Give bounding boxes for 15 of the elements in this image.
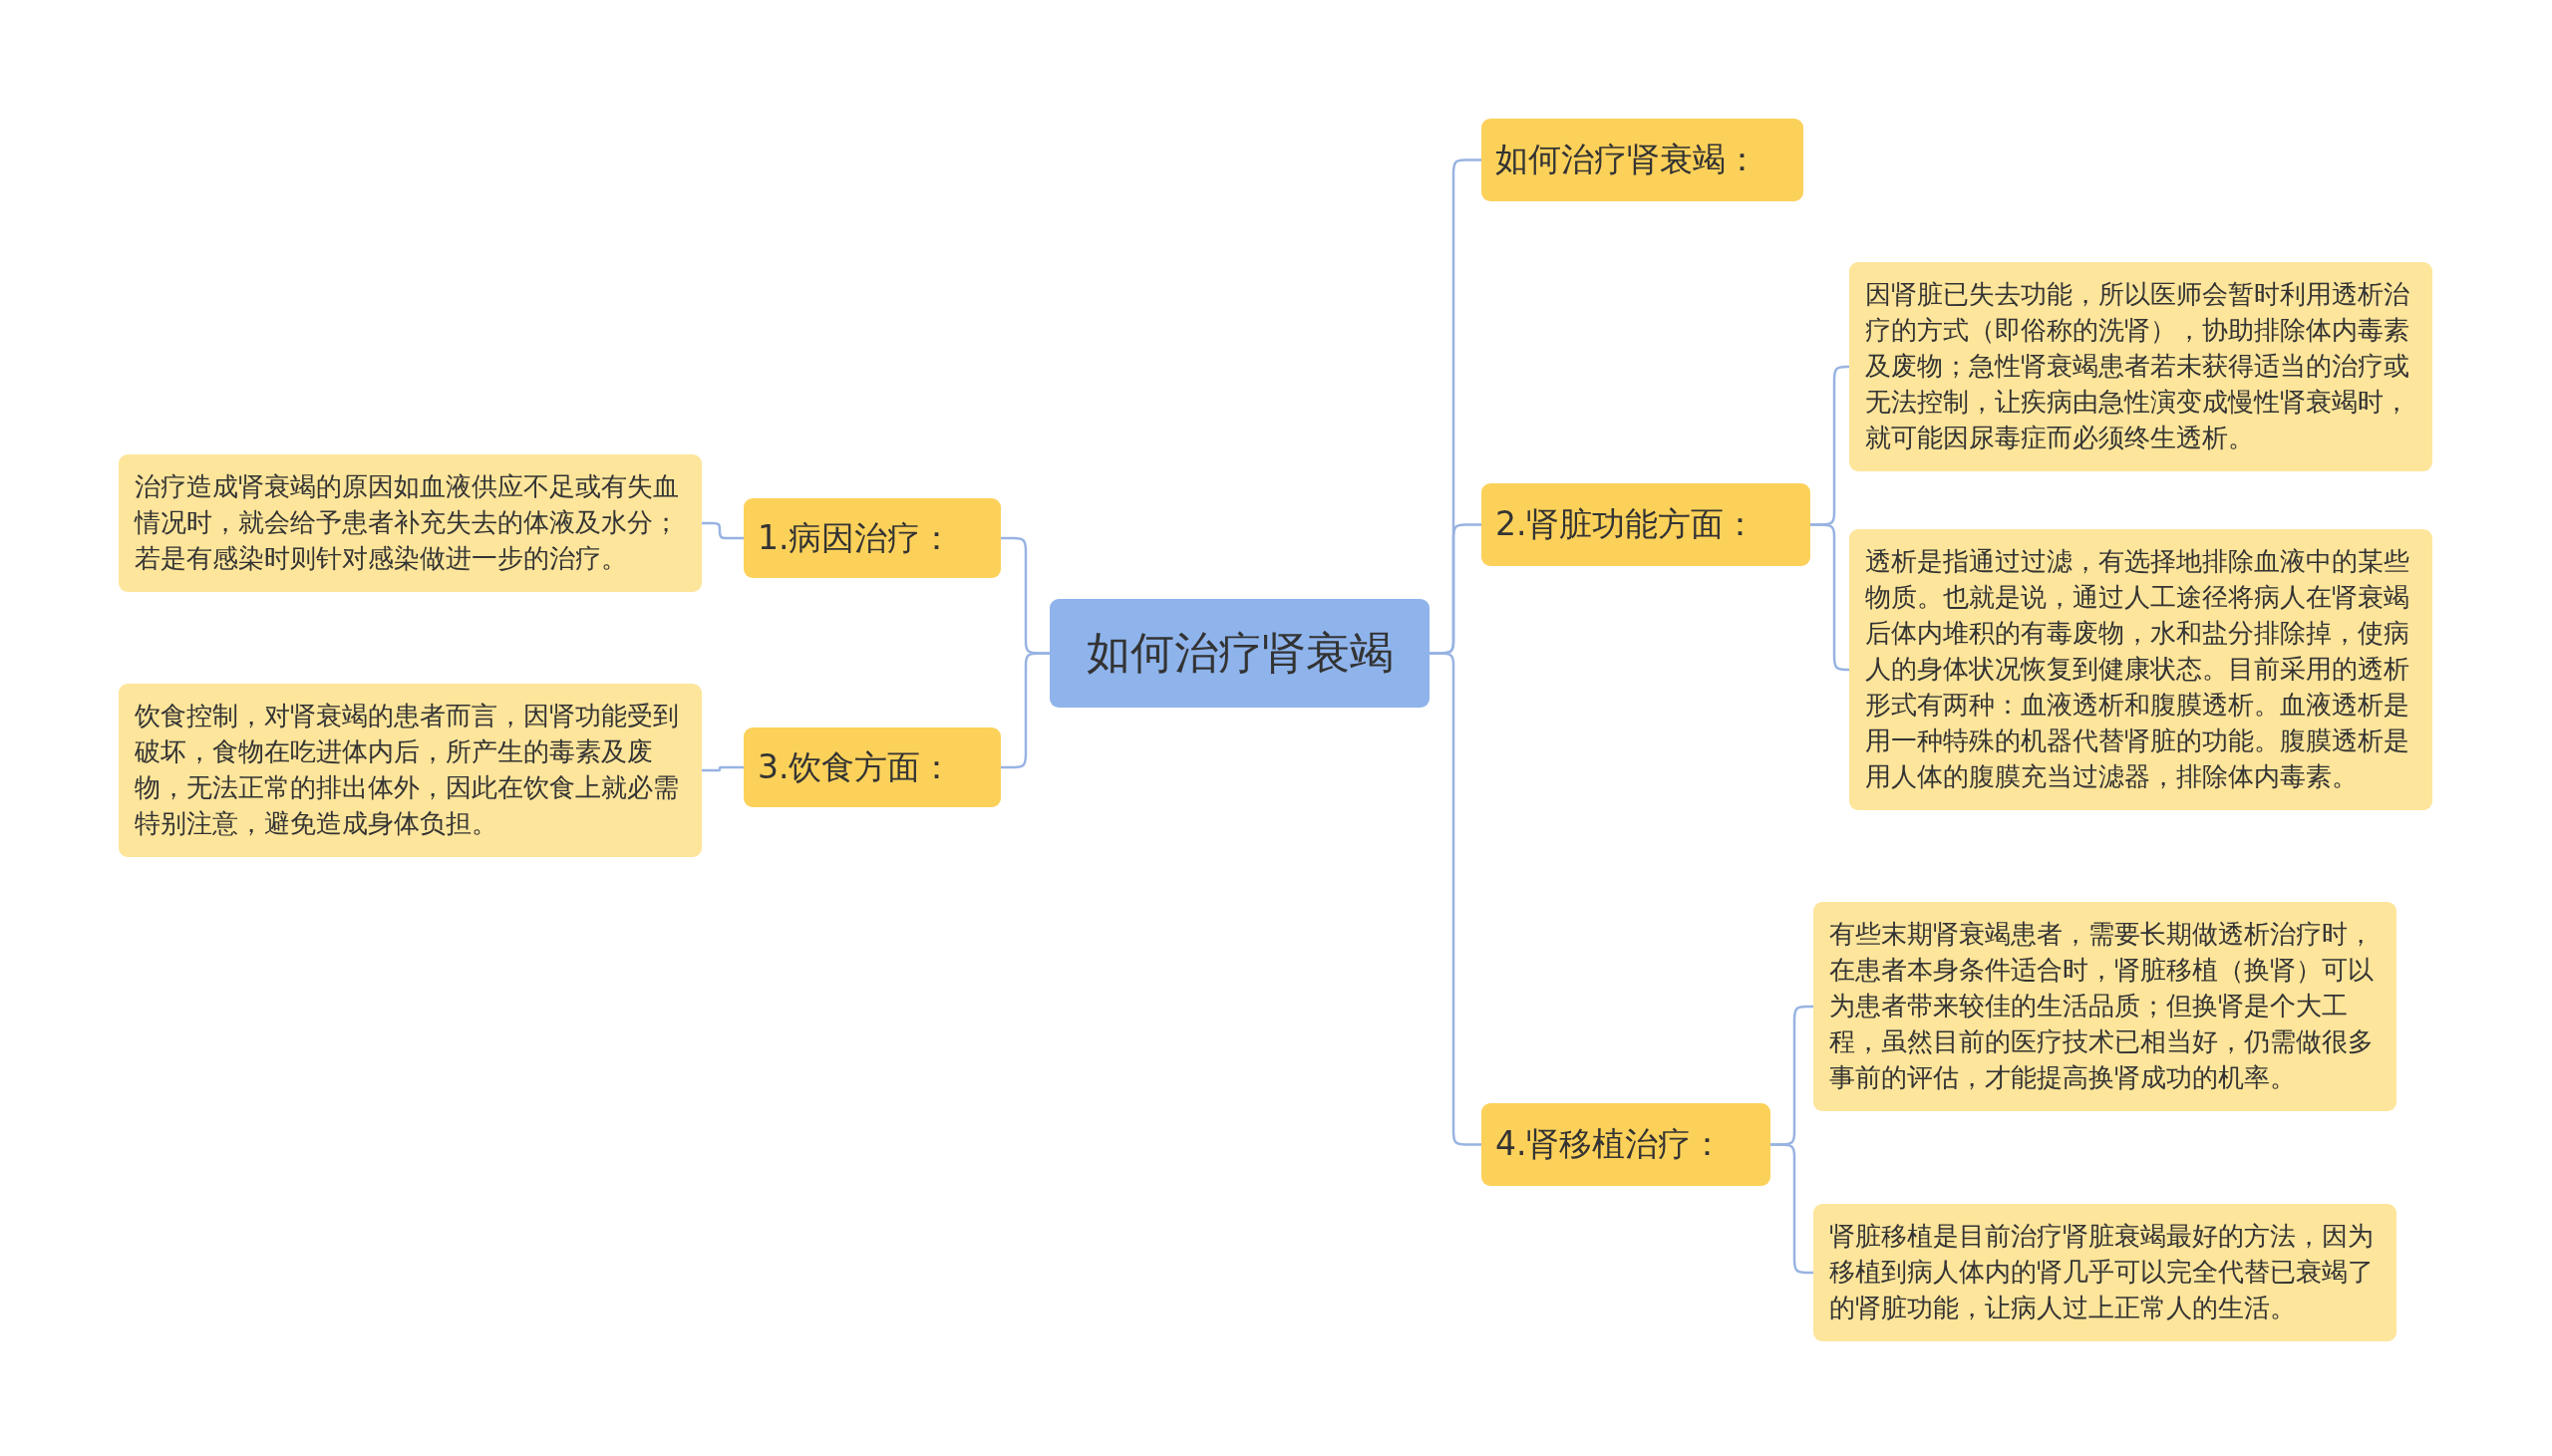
central-topic: 如何治疗肾衰竭 [1050,599,1430,708]
topic-box: 1.病因治疗： [744,498,1001,578]
topic-box: 2.肾脏功能方面： [1481,483,1810,566]
connector-line [1770,1143,1813,1275]
text-card: 治疗造成肾衰竭的原因如血液供应不足或有失血情况时，就会给予患者补充失去的体液及水分；若是有感染时则针对感染做进一步的治疗。 [119,454,702,592]
topic-box: 如何治疗肾衰竭： [1481,119,1803,201]
connector-line [702,765,744,772]
topic-box: 4.肾移植治疗： [1481,1103,1770,1186]
text-card: 有些末期肾衰竭患者，需要长期做透析治疗时，在患者本身条件适合时，肾脏移植（换肾）可以为患者带来较佳的生活品质；但换肾是个大工程，虽然目前的医疗技术已相当好，仍需做很多事前的评估，才能提高换肾成功的机率。 [1813,902,2396,1111]
text-card: 饮食控制，对肾衰竭的患者而言，因肾功能受到破坏，食物在吃进体内后，所产生的毒素及废物，无法正常的排出体外，因此在饮食上就必需特别注意，避免造成身体负担。 [119,684,702,857]
text-card: 肾脏移植是目前治疗肾脏衰竭最好的方法，因为移植到病人体内的肾几乎可以完全代替已衰竭了的肾脏功能，让病人过上正常人的生活。 [1813,1204,2396,1341]
topic-box: 3.饮食方面： [744,728,1001,807]
text-card: 透析是指通过过滤，有选择地排除血液中的某些物质。也就是说，通过人工途径将病人在肾衰竭后体内堆积的有毒废物，水和盐分排除掉，使病人的身体状况恢复到健康状态。目前采用的透析形式有两种：血液透析和腹膜透析。血液透析是用一种特殊的机器代替肾脏的功能。腹膜透析是用人体的腹膜充当过滤器，排除体内毒素。 [1849,529,2432,810]
connector-line [702,521,744,540]
text-card: 因肾脏已失去功能，所以医师会暂时利用透析治疗的方式（即俗称的洗肾），协助排除体内毒素及废物；急性肾衰竭患者若未获得适当的治疗或无法控制，让疾病由急性演变成慢性肾衰竭时，就可能因尿毒症而必须终生透析。 [1849,262,2432,471]
